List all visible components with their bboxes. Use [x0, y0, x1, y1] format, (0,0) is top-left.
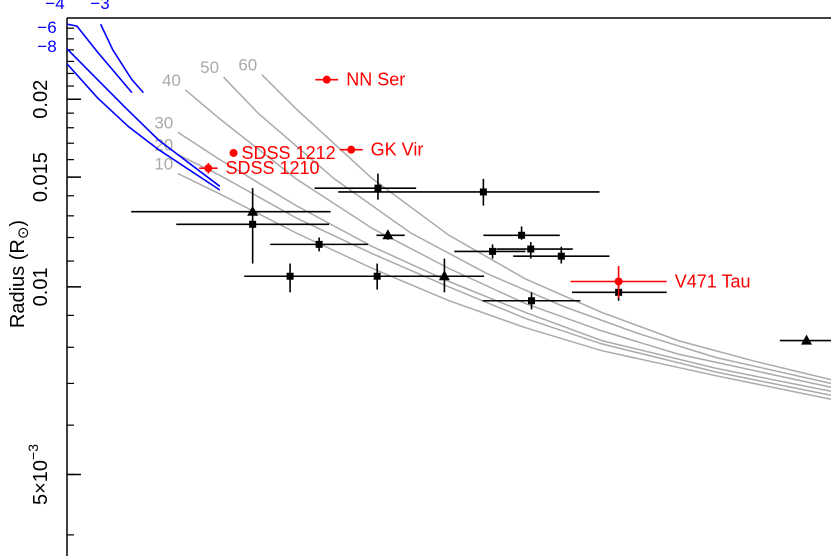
y-tick-label: 5×10−3 — [25, 444, 52, 505]
data-point — [483, 226, 560, 240]
blue-curve-−8 — [66, 63, 221, 191]
y-axis-label-text: Radius (R — [7, 239, 29, 328]
y-tick-label: 0.02 — [30, 80, 52, 119]
y-axis-label-sun-symbol: ⊙ — [15, 227, 32, 240]
circle-marker — [204, 164, 213, 173]
data-point — [338, 178, 600, 206]
triangle-marker — [438, 270, 450, 281]
data-point: SDSS 1210 — [199, 158, 320, 178]
black-points — [131, 173, 831, 345]
square-marker — [489, 247, 497, 255]
grey-curve-label: 50 — [200, 58, 219, 77]
point-label: SDSS 1210 — [226, 158, 320, 178]
grey-curve-50 — [223, 76, 831, 385]
data-point — [176, 188, 330, 264]
y-tick-label: 0.015 — [30, 152, 52, 202]
point-label: SDSS 1212 — [242, 143, 336, 163]
y-axis-label: Radius (R⊙) — [7, 220, 32, 328]
grey-curve-10 — [177, 172, 831, 401]
y-ticks: 0.02 0.015 0.01 5×10−3 — [25, 27, 81, 536]
blue-curves: −4 −3 −6−8 — [37, 0, 221, 191]
y-tick-label: 0.01 — [30, 267, 52, 306]
blue-curve-label: −6 — [37, 18, 56, 37]
data-point: V471 Tau — [570, 266, 750, 298]
data-point: SDSS 1212 — [229, 143, 336, 163]
blue-curve-−6 — [66, 48, 221, 187]
circle-marker — [347, 145, 356, 154]
blue-curve-−3 — [99, 23, 144, 94]
triangle-marker — [801, 334, 813, 345]
circle-marker — [229, 148, 238, 157]
grey-curve-label: 30 — [154, 113, 173, 132]
point-label: GK Vir — [371, 140, 424, 160]
grey-curve-30 — [177, 131, 831, 393]
grey-curve-40 — [184, 89, 831, 389]
blue-curve-label: −3 — [90, 0, 109, 13]
data-point — [779, 334, 831, 345]
grey-curve-label: 40 — [162, 71, 181, 90]
square-marker — [373, 272, 381, 280]
grey-curve-60 — [261, 74, 831, 381]
data-point — [454, 244, 526, 259]
y-tick-label-main: 5×10 — [30, 460, 52, 505]
grey-curve-label: 10 — [154, 155, 173, 174]
data-point: NN Ser — [315, 70, 405, 90]
square-marker — [518, 231, 526, 239]
square-marker — [527, 245, 535, 253]
y-tick-label-exponent: −3 — [25, 444, 41, 460]
circle-marker — [614, 277, 623, 286]
y-axis-label-suffix: ) — [7, 220, 29, 227]
data-point — [513, 246, 610, 264]
triangle-marker — [382, 229, 394, 240]
square-marker — [479, 188, 487, 196]
square-marker — [315, 240, 323, 248]
circle-marker — [322, 75, 331, 84]
square-marker — [528, 297, 536, 305]
data-point — [395, 258, 485, 293]
point-label: NN Ser — [346, 70, 405, 90]
square-marker — [557, 252, 565, 260]
square-marker — [249, 220, 257, 228]
grey-curve-20 — [177, 153, 831, 397]
data-point: GK Vir — [339, 140, 424, 160]
data-point — [270, 237, 369, 252]
data-point — [314, 173, 417, 200]
point-label: V471 Tau — [675, 272, 751, 292]
blue-curve-label: −4 — [45, 0, 64, 13]
square-marker — [374, 184, 382, 192]
y-axis: 0.02 0.015 0.01 5×10−3 Radius (R⊙) — [7, 17, 831, 556]
data-point — [244, 263, 325, 293]
square-marker — [286, 272, 294, 280]
blue-curve-label: −8 — [37, 37, 56, 56]
grey-curve-label: 60 — [238, 56, 257, 75]
data-point — [376, 229, 405, 240]
data-point — [482, 292, 581, 310]
blue-curve-−4 — [66, 23, 133, 94]
